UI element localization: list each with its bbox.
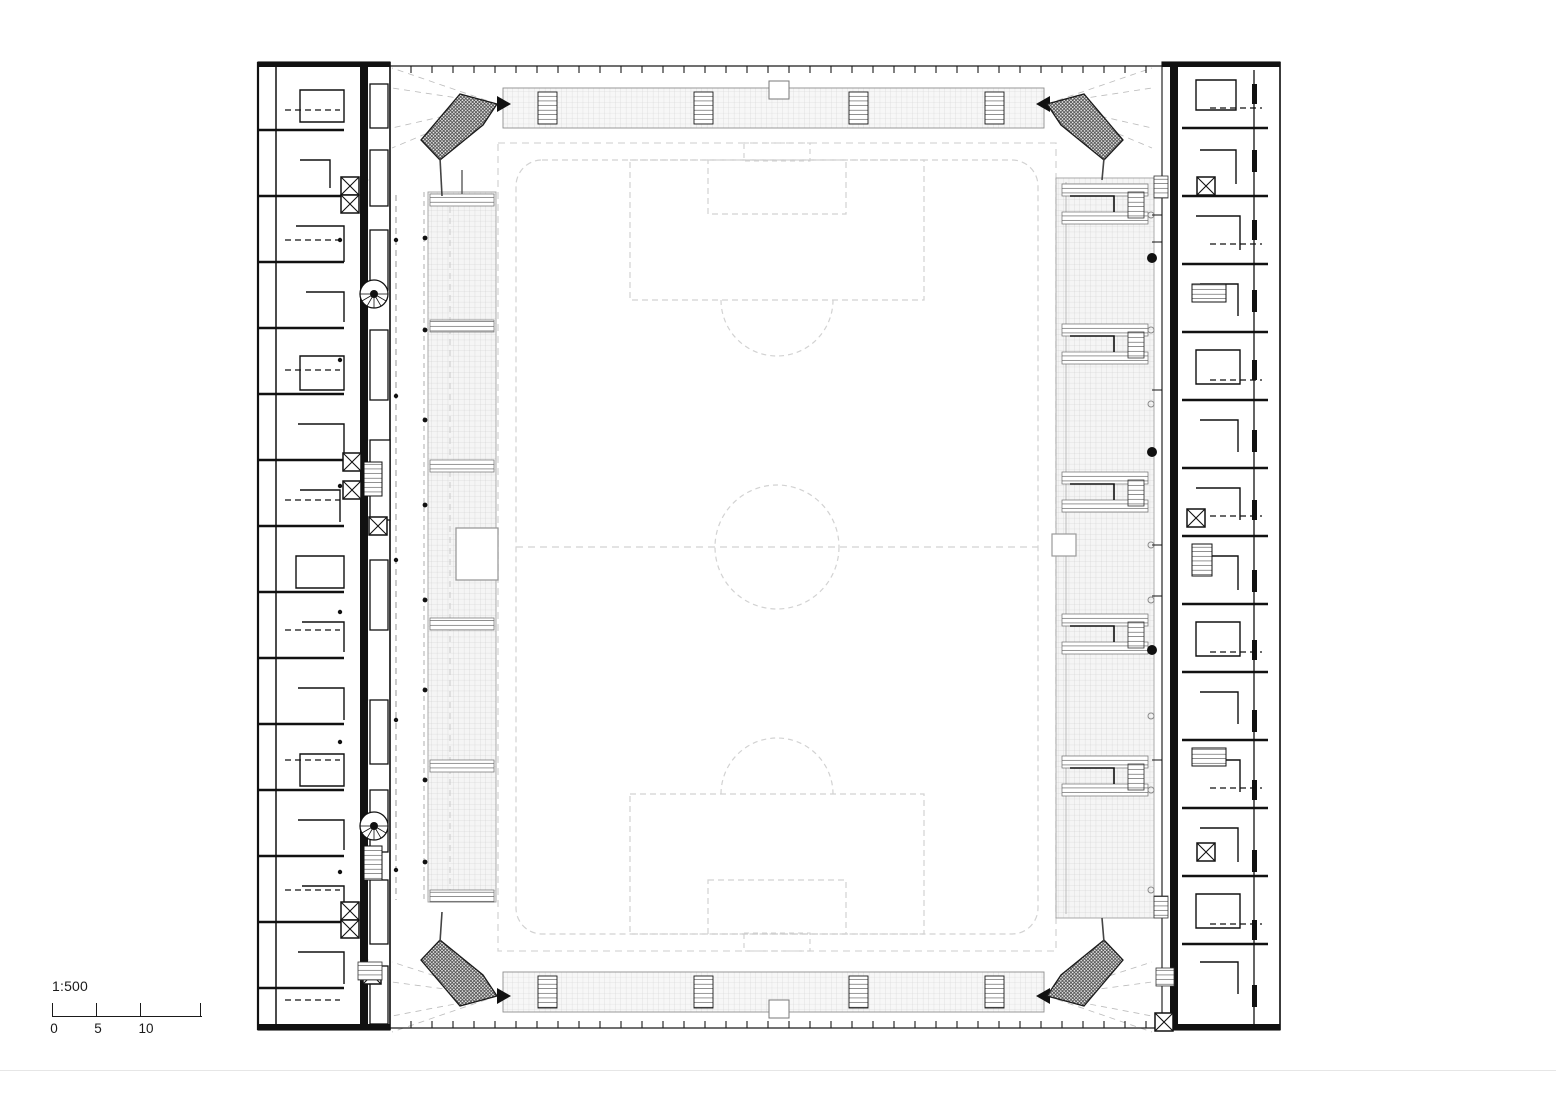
scale-bar: 1:500 0 5 10: [50, 978, 212, 1039]
scale-number-10: 10: [138, 1021, 154, 1036]
football-pitch: [497, 142, 1057, 952]
north-stand[interactable]: [497, 80, 1050, 129]
scale-axis: [52, 1001, 202, 1018]
facade-strips: [357, 175, 1175, 987]
west-residential-block[interactable]: [256, 61, 399, 1031]
scale-ratio-label: 1:500: [52, 978, 89, 994]
scale-axis-line: [52, 1016, 202, 1018]
scale-tick-5: [96, 1003, 98, 1017]
east-stand-concourse-clusters: [1061, 183, 1149, 797]
west-stand[interactable]: [422, 170, 499, 903]
scale-number-5: 5: [94, 1021, 102, 1036]
site-boundary: [390, 65, 1280, 1029]
east-stand[interactable]: [1051, 177, 1174, 919]
south-stand[interactable]: [497, 971, 1050, 1019]
scale-tick-end: [200, 1003, 202, 1017]
sheet-bottom-rule: [0, 1070, 1556, 1071]
scale-numbers: 0 5 10: [50, 1021, 212, 1039]
west-stand-stair-bands: [429, 193, 495, 903]
east-residential-block[interactable]: [1152, 61, 1281, 1032]
east-stand-markers: [1147, 253, 1157, 655]
scale-number-0: 0: [50, 1021, 58, 1036]
scale-tick-10: [140, 1003, 142, 1017]
corner-ramps: [420, 93, 1124, 1007]
scale-tick-0: [52, 1003, 54, 1017]
